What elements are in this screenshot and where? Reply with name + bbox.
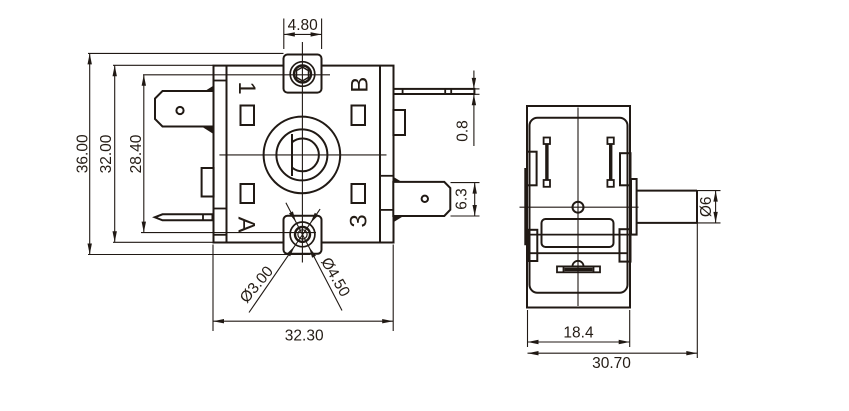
svg-text:18.4: 18.4 xyxy=(563,325,594,342)
svg-text:Ø6: Ø6 xyxy=(698,196,715,217)
svg-text:0.8: 0.8 xyxy=(455,120,472,142)
svg-text:1: 1 xyxy=(233,81,260,94)
svg-text:B: B xyxy=(346,77,373,93)
svg-text:32.00: 32.00 xyxy=(98,134,115,173)
svg-text:30.70: 30.70 xyxy=(592,355,631,372)
svg-text:6.3: 6.3 xyxy=(454,188,471,210)
svg-text:4.80: 4.80 xyxy=(288,17,319,34)
svg-text:A: A xyxy=(233,217,260,233)
svg-text:28.40: 28.40 xyxy=(128,134,145,173)
svg-text:32.30: 32.30 xyxy=(285,328,324,345)
svg-text:3: 3 xyxy=(346,214,373,227)
svg-text:36.00: 36.00 xyxy=(75,134,92,173)
